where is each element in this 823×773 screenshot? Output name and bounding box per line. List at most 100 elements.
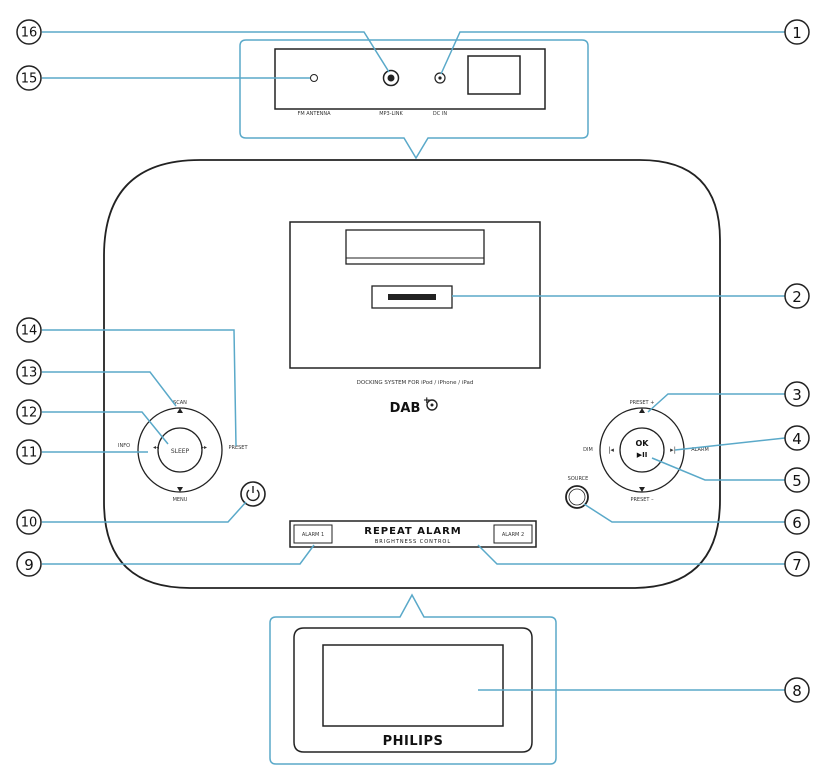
callout-number: 3	[792, 386, 802, 404]
callout-line-12	[42, 411, 169, 445]
callout-circle	[784, 677, 810, 703]
rear-panel-callout-frame	[239, 39, 589, 160]
ok-play-pause-button[interactable]	[619, 427, 665, 473]
preset-down-arrow-icon[interactable]	[639, 487, 645, 492]
callout-circle	[16, 19, 42, 45]
callout-line-4	[674, 437, 786, 451]
sleep-button-label: SLEEP	[171, 448, 190, 455]
callout-number: 13	[21, 366, 38, 381]
callout-line-16	[42, 31, 390, 73]
mp3-link-jack-core	[387, 74, 395, 82]
callout-line-9	[42, 544, 315, 565]
callout-circle	[784, 283, 810, 309]
callout-number: 14	[21, 324, 38, 339]
source-button[interactable]	[565, 485, 589, 509]
right-control-pad: OK ▶II PRESET + PRESET – |◂ ▸| DIM ALARM	[583, 400, 709, 503]
cd-logo	[426, 399, 438, 411]
callout-circle	[16, 399, 42, 425]
rear-label-plate	[467, 55, 521, 95]
scan-label: SCAN	[173, 400, 187, 406]
callout-circle	[16, 439, 42, 465]
alarm-1-button[interactable]	[293, 524, 333, 544]
mp3-link-jack	[382, 69, 400, 87]
callout-number: 8	[792, 682, 802, 700]
dock-cradle-lip	[345, 257, 485, 265]
callout-11: 11	[16, 439, 42, 465]
info-label: INFO	[118, 443, 130, 449]
repeat-alarm-button[interactable]	[289, 520, 537, 548]
callout-number: 12	[21, 406, 38, 421]
dc-in-jack-core	[438, 76, 442, 80]
mp3-link-label: MP3-LINK	[379, 111, 403, 117]
callout-1: 1	[784, 19, 810, 45]
callout-9: 9	[16, 551, 42, 577]
callout-number: 2	[792, 288, 802, 306]
preset-minus-label: PRESET –	[630, 497, 654, 503]
callout-6: 6	[784, 509, 810, 535]
callout-4: 4	[784, 425, 810, 451]
dock-connector	[371, 285, 453, 309]
callout-12: 12	[16, 399, 42, 425]
down-arrow-icon[interactable]	[177, 487, 183, 492]
next-icon[interactable]: ▸|	[670, 446, 676, 454]
callout-7: 7	[784, 551, 810, 577]
previous-icon[interactable]: |◂	[608, 446, 614, 454]
callout-number: 9	[24, 556, 34, 574]
callout-8: 8	[784, 677, 810, 703]
callout-2: 2	[784, 283, 810, 309]
philips-brand-logo: PHILIPS	[383, 734, 444, 749]
sleep-button[interactable]	[157, 427, 203, 473]
repeat-alarm-label: REPEAT ALARM	[364, 526, 461, 537]
display-panel: PHILIPS	[269, 593, 557, 765]
alarm-2-label: ALARM 2	[502, 532, 524, 538]
cd-logo-center	[430, 403, 434, 407]
callout-14: 14	[16, 317, 42, 343]
power-icon	[246, 486, 260, 502]
callout-circle	[784, 19, 810, 45]
main-unit-body	[103, 159, 721, 589]
callout-number: 1	[792, 24, 802, 42]
callout-circle	[784, 425, 810, 451]
callout-circle	[784, 467, 810, 493]
callout-circle	[16, 359, 42, 385]
callout-number: 5	[792, 472, 802, 490]
callout-circle	[16, 551, 42, 577]
callout-number: 4	[792, 430, 802, 448]
fm-antenna-label: FM ANTENNA	[297, 111, 331, 117]
brightness-control-label: BRIGHTNESS CONTROL	[375, 539, 451, 545]
up-arrow-icon[interactable]	[177, 408, 183, 413]
callout-number: 7	[792, 556, 802, 574]
alarm-2-button[interactable]	[493, 524, 533, 544]
ok-label: OK	[636, 439, 650, 448]
left-control-pad: SLEEP SCAN MENU ▸▸ ◂◂ INFO PRESET	[118, 400, 248, 503]
dock-label: DOCKING SYSTEM FOR iPod / iPhone / iPad	[357, 380, 474, 386]
callout-circle	[16, 65, 42, 91]
callout-numbers: 1 2 3 4 5 6 7 8 9 10 11 12 13 14 15 16	[16, 19, 810, 703]
menu-label: MENU	[173, 497, 188, 503]
play-pause-icon: ▶II	[637, 451, 648, 459]
callout-line-13	[42, 371, 177, 407]
preset-plus-label: PRESET +	[630, 400, 655, 406]
callout-16: 16	[16, 19, 42, 45]
callout-circle	[784, 381, 810, 407]
callout-circle	[16, 509, 42, 535]
callout-15: 15	[16, 65, 42, 91]
source-button-inner	[568, 488, 586, 506]
dab-logo: DAB	[390, 401, 421, 416]
power-button[interactable]	[240, 481, 266, 507]
callout-line-14	[42, 329, 237, 447]
callout-circle	[784, 551, 810, 577]
power-icon-arc	[246, 489, 260, 502]
dock-cradle	[345, 229, 485, 265]
fm-antenna-jack	[310, 74, 318, 82]
alarm-1-label: ALARM 1	[302, 532, 324, 538]
rewind-icon[interactable]: ◂◂	[153, 444, 159, 451]
preset-up-arrow-icon[interactable]	[639, 408, 645, 413]
callout-3: 3	[784, 381, 810, 407]
callout-number: 10	[21, 516, 38, 531]
fast-forward-icon[interactable]: ▸▸	[201, 444, 207, 451]
callout-5: 5	[784, 467, 810, 493]
callout-number: 16	[21, 26, 38, 41]
cd-logo-mark	[426, 399, 438, 411]
lcd-screen	[322, 644, 504, 727]
